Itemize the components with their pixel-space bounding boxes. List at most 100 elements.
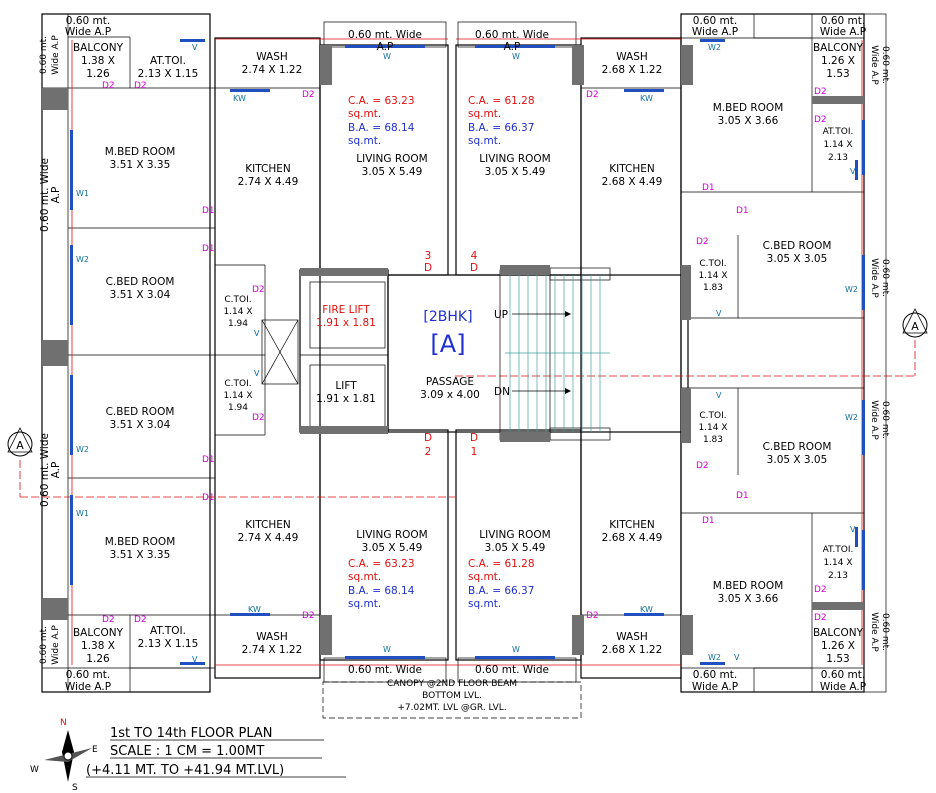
wash-l2-name: WASH bbox=[256, 631, 288, 643]
door-num-1: 1 bbox=[471, 446, 478, 458]
plan-label: Wide A.P bbox=[820, 681, 866, 693]
unit-marker: [2BHK] [A] bbox=[423, 309, 472, 358]
door-numbers: 3 D 4 D D 2 D 1 bbox=[424, 250, 478, 458]
plan-label: 0.60 mt. Wide bbox=[475, 29, 549, 41]
mbed-l2-name: M.BED ROOM bbox=[105, 536, 176, 548]
kitchen-r2-name: KITCHEN bbox=[609, 519, 655, 531]
plan-label: A.P bbox=[504, 41, 521, 53]
u1-ca-unit: sq.mt. bbox=[468, 571, 501, 583]
u2-ca: C.A. = 63.23 bbox=[348, 558, 415, 570]
ctoi-l1-name: C.TOI. bbox=[224, 295, 251, 305]
plan-label: V bbox=[192, 43, 198, 52]
plan-label: D2 bbox=[134, 81, 147, 91]
plan-label: 0.60 mt. Wide bbox=[39, 433, 51, 507]
plan-label: D2 bbox=[302, 90, 315, 100]
attoi-r2-name: AT.TOI. bbox=[823, 545, 854, 555]
plan-label: 0.60 mt. bbox=[39, 626, 49, 664]
plan-label: Wide A.P bbox=[51, 35, 61, 75]
attoi-r1-name: AT.TOI. bbox=[823, 127, 854, 137]
title-block: 1st TO 14th FLOOR PLAN SCALE : 1 CM = 1.… bbox=[86, 726, 346, 778]
attoi-r1-size2: 2.13 bbox=[828, 153, 848, 163]
stair-dn-label: DN bbox=[494, 386, 510, 398]
lift-size: 1.91 x 1.81 bbox=[316, 393, 376, 405]
ctoi-r2-name: C.TOI. bbox=[699, 411, 726, 421]
door-num-3: 3 bbox=[425, 250, 432, 262]
wash-l1-name: WASH bbox=[256, 51, 288, 63]
living-4-size: 3.05 X 5.49 bbox=[485, 166, 546, 178]
plan-label: D2 bbox=[102, 615, 115, 625]
plan-label: D1 bbox=[202, 455, 215, 465]
plan-label: W bbox=[383, 52, 391, 61]
plan-label: D2 bbox=[134, 615, 147, 625]
plan-label: Wide A.P bbox=[692, 26, 738, 38]
section-marker-right: A bbox=[902, 308, 928, 338]
plan-label: E bbox=[92, 745, 98, 755]
mbed-l1-name: M.BED ROOM bbox=[105, 146, 176, 158]
wash-r2-size: 2.68 X 1.22 bbox=[602, 644, 663, 656]
living-2-name: LIVING ROOM bbox=[356, 529, 427, 541]
compass-icon: N E W S bbox=[30, 718, 98, 793]
plan-label: W2 bbox=[708, 653, 721, 662]
plan-label: A.P bbox=[377, 41, 394, 53]
balcony-l1-size2: 1.26 bbox=[86, 68, 110, 80]
plan-label: A.P bbox=[50, 462, 62, 479]
ctoi-l2-name: C.TOI. bbox=[224, 379, 251, 389]
u1-ca: C.A. = 61.28 bbox=[468, 558, 535, 570]
mbed-l1-size: 3.51 X 3.35 bbox=[110, 159, 171, 171]
plan-label: W1 bbox=[76, 189, 89, 198]
fire-lift-name: FIRE LIFT bbox=[322, 304, 370, 316]
plan-label: D2 bbox=[252, 413, 265, 423]
ctoi-l2-size: 1.14 X bbox=[223, 391, 252, 401]
attoi-r1-size: 1.14 X bbox=[823, 140, 852, 150]
plan-label: W bbox=[512, 645, 520, 654]
walls bbox=[41, 13, 887, 719]
stair-labels: UP DN bbox=[494, 309, 571, 398]
living-1-name: LIVING ROOM bbox=[479, 529, 550, 541]
balcony-r1-name: BALCONY bbox=[813, 42, 864, 54]
plan-label: Wide A.P bbox=[65, 26, 111, 38]
wash-l2-size: 2.74 X 1.22 bbox=[242, 644, 303, 656]
attoi-l1-name: AT.TOI. bbox=[150, 55, 186, 67]
plan-label: BOTTOM LVL. bbox=[422, 691, 482, 701]
balcony-l2-size2: 1.26 bbox=[86, 653, 110, 665]
door-d-4: D bbox=[470, 262, 478, 274]
stair-up-label: UP bbox=[494, 309, 508, 321]
plan-label: Wide A.P bbox=[820, 26, 866, 38]
plan-label: A bbox=[16, 439, 24, 452]
u3-ca-unit: sq.mt. bbox=[348, 108, 381, 120]
ctoi-l1-size: 1.14 X bbox=[223, 307, 252, 317]
cbed-r2-size: 3.05 X 3.05 bbox=[767, 454, 828, 466]
canopy-labels: CANOPY @2ND FLOOR BEAM BOTTOM LVL. +7.02… bbox=[387, 679, 517, 713]
plan-label: W2 bbox=[76, 445, 89, 454]
plan-label: D1 bbox=[702, 516, 715, 526]
balcony-r2-size2: 1.53 bbox=[826, 653, 849, 665]
cbed-l2-name: C.BED ROOM bbox=[106, 406, 175, 418]
plan-label: N bbox=[60, 718, 67, 728]
plan-label: W bbox=[30, 765, 39, 775]
plan-label: D1 bbox=[736, 491, 749, 501]
u2-ba-unit: sq.mt. bbox=[348, 598, 381, 610]
plan-label: KW bbox=[640, 94, 653, 103]
plan-label: V bbox=[850, 167, 856, 176]
plan-label: D2 bbox=[814, 585, 827, 595]
plan-label: D1 bbox=[202, 244, 215, 254]
u2-ba: B.A. = 68.14 bbox=[348, 585, 415, 597]
attoi-l2-size: 2.13 X 1.15 bbox=[138, 638, 199, 650]
plan-title: 1st TO 14th FLOOR PLAN bbox=[110, 726, 272, 741]
kitchen-r2-size: 2.68 X 4.49 bbox=[602, 532, 663, 544]
u3-ba: B.A. = 68.14 bbox=[348, 122, 415, 134]
stair-treads bbox=[505, 275, 610, 432]
ctoi-l1-size2: 1.94 bbox=[228, 319, 248, 329]
u3-ba-unit: sq.mt. bbox=[348, 135, 381, 147]
door-d-3: D bbox=[424, 262, 432, 274]
attoi-l2-name: AT.TOI. bbox=[150, 625, 186, 637]
plan-label: Wide A.P bbox=[869, 258, 879, 298]
wash-r1-size: 2.68 X 1.22 bbox=[602, 64, 663, 76]
plan-label: V bbox=[734, 653, 740, 662]
plan-label: V bbox=[254, 369, 260, 378]
kitchen-l1-name: KITCHEN bbox=[245, 163, 291, 175]
plan-label: 0.60 mt. bbox=[66, 15, 110, 27]
opening-codes: D2 D2 D2 D1 D1 D2 D2 D1 D1 D2 D2 D2 D2 D… bbox=[76, 43, 858, 664]
windows bbox=[70, 39, 865, 665]
plan-label: D1 bbox=[702, 183, 715, 193]
